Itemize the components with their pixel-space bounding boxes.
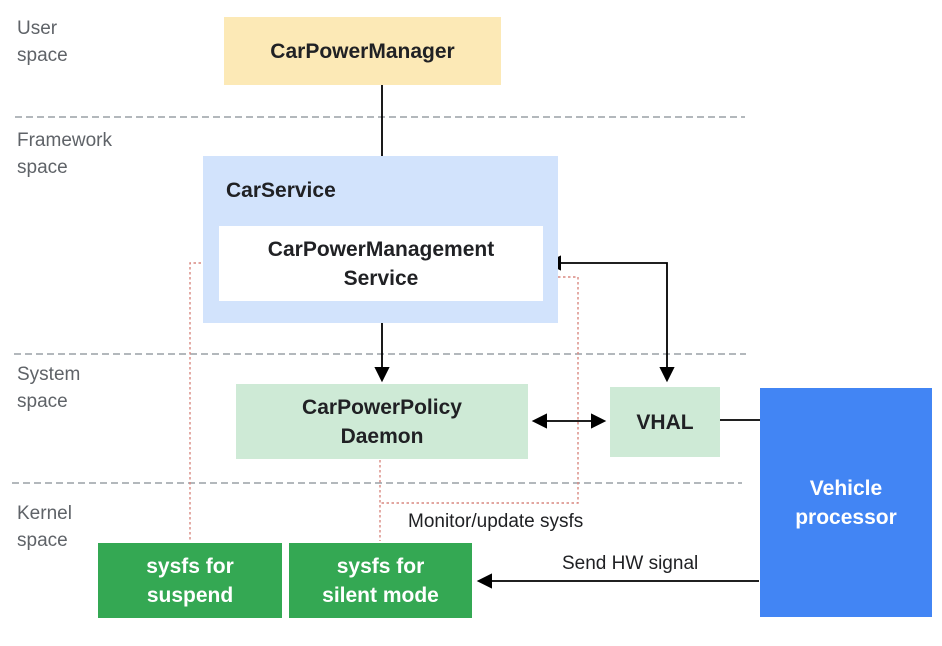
- layer-label-system-space: System space: [17, 364, 81, 412]
- node-car-service-label: CarService: [226, 179, 336, 202]
- node-sysfs-for-suspend: sysfs for suspend: [98, 543, 282, 618]
- node-sysfs-for-silent-mode-label: sysfs for silent mode: [322, 554, 439, 607]
- label-monitor-update-sysfs: Monitor/update sysfs: [408, 511, 584, 532]
- node-vhal: VHAL: [610, 387, 720, 457]
- arrow-vhal-elbow-to-cpms: [545, 255, 675, 383]
- layer-label-kernel-space: Kernel space: [17, 503, 72, 551]
- node-car-power-management-service: CarPowerManagement Service: [219, 226, 543, 301]
- node-car-power-policy-daemon-label: CarPowerPolicy Daemon: [302, 395, 462, 448]
- node-vhal-label: VHAL: [636, 410, 694, 434]
- node-vehicle-processor-label: Vehicle processor: [795, 476, 897, 529]
- node-sysfs-for-silent-mode: sysfs for silent mode: [289, 543, 472, 618]
- node-car-power-manager: CarPowerManager: [224, 17, 501, 85]
- layer-label-framework-space: Framework space: [17, 130, 113, 178]
- node-car-power-management-service-label: CarPowerManagement Service: [267, 237, 495, 290]
- node-vehicle-processor: Vehicle processor: [760, 388, 932, 617]
- node-sysfs-for-suspend-label: sysfs for suspend: [146, 554, 234, 607]
- node-car-power-manager-label: CarPowerManager: [270, 39, 455, 63]
- node-car-power-policy-daemon: CarPowerPolicy Daemon: [236, 384, 528, 459]
- layer-label-user-space: User space: [17, 18, 68, 66]
- label-send-hw-signal: Send HW signal: [562, 553, 699, 574]
